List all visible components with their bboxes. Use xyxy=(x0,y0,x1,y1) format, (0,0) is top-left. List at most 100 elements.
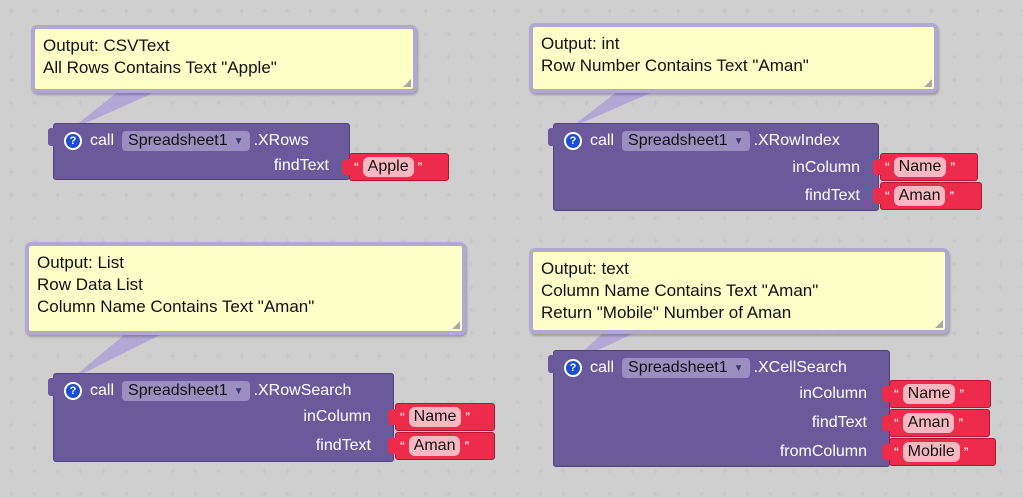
comment-bubble[interactable]: Output: text Column Name Contains Text "… xyxy=(529,248,949,334)
quote-open: “ xyxy=(400,409,405,425)
text-value[interactable]: Aman xyxy=(902,413,955,433)
quote-close: ” xyxy=(950,159,956,175)
param-label: inColumn xyxy=(792,159,860,176)
component-name: Spreadsheet1 xyxy=(128,132,228,149)
question-mark-icon[interactable]: ? xyxy=(64,382,82,400)
call-label: call xyxy=(590,132,615,149)
xcellsearch-block[interactable]: ? call Spreadsheet1 ▼ .XCellSearch inCol… xyxy=(548,350,890,467)
component-dropdown[interactable]: Spreadsheet1 ▼ xyxy=(622,131,750,151)
block-connector xyxy=(548,355,555,373)
quote-open: “ xyxy=(354,159,359,175)
call-label: call xyxy=(90,132,115,149)
block-connector xyxy=(388,409,397,425)
quote-open: “ xyxy=(885,159,890,175)
param-label: findText xyxy=(811,414,867,431)
comment-tail xyxy=(570,88,662,128)
param-label: fromColumn xyxy=(779,443,867,460)
quote-close: ” xyxy=(958,415,964,431)
method-name: .XRowIndex xyxy=(753,132,840,149)
question-mark-icon[interactable]: ? xyxy=(564,359,582,377)
resize-handle[interactable] xyxy=(935,320,943,328)
text-block[interactable]: “ Name ” xyxy=(873,153,978,181)
component-name: Spreadsheet1 xyxy=(628,359,728,376)
quote-close: ” xyxy=(464,438,470,454)
block-connector xyxy=(388,438,397,454)
component-dropdown[interactable]: Spreadsheet1 ▼ xyxy=(122,381,250,401)
question-mark-icon[interactable]: ? xyxy=(564,132,582,150)
text-block[interactable]: “ Name ” xyxy=(388,403,495,431)
block-connector xyxy=(548,128,555,146)
block-connector xyxy=(48,378,55,396)
resize-handle[interactable] xyxy=(403,79,411,87)
comment-line: All Rows Contains Text "Apple" xyxy=(43,58,277,77)
comment-line: Row Number Contains Text "Aman" xyxy=(541,56,809,75)
component-dropdown[interactable]: Spreadsheet1 ▼ xyxy=(622,358,750,378)
text-value[interactable]: Name xyxy=(408,407,462,427)
comment-line: Column Name Contains Text "Aman" xyxy=(541,281,819,300)
quote-open: “ xyxy=(894,444,899,460)
comment-bubble[interactable]: Output: int Row Number Contains Text "Am… xyxy=(529,23,938,93)
text-value[interactable]: Aman xyxy=(408,436,461,456)
comment-line: Output: text xyxy=(541,259,629,278)
quote-open: “ xyxy=(894,415,899,431)
quote-open: “ xyxy=(894,386,899,402)
text-value[interactable]: Name xyxy=(893,157,947,177)
comment-bubble[interactable]: Output: CSVText All Rows Contains Text "… xyxy=(31,25,417,93)
method-name: .XCellSearch xyxy=(753,359,847,376)
comment-bubble[interactable]: Output: List Row Data List Column Name C… xyxy=(25,242,466,335)
comment-line: Column Name Contains Text "Aman" xyxy=(37,297,315,316)
param-label: inColumn xyxy=(303,408,371,425)
block-connector xyxy=(342,159,351,175)
comment-line: Return "Mobile" Number of Aman xyxy=(541,303,792,322)
call-label: call xyxy=(590,359,615,376)
block-connector xyxy=(882,415,891,431)
quote-close: ” xyxy=(959,386,965,402)
triangle-down-icon: ▼ xyxy=(733,135,744,147)
method-name: .XRows xyxy=(253,132,309,149)
comment-line: Row Data List xyxy=(37,275,143,294)
component-name: Spreadsheet1 xyxy=(628,132,728,149)
block-connector xyxy=(882,386,891,402)
quote-close: ” xyxy=(963,444,969,460)
param-label: findText xyxy=(804,187,860,204)
block-connector xyxy=(882,444,891,460)
text-block[interactable]: “ Apple ” xyxy=(342,153,449,181)
block-connector xyxy=(873,188,882,204)
quote-close: ” xyxy=(465,409,471,425)
quote-open: “ xyxy=(885,188,890,204)
param-label: findText xyxy=(273,157,329,174)
resize-handle[interactable] xyxy=(924,79,932,87)
text-value[interactable]: Mobile xyxy=(902,442,960,462)
triangle-down-icon: ▼ xyxy=(733,362,744,374)
text-value[interactable]: Apple xyxy=(362,157,414,177)
comment-line: Output: List xyxy=(37,253,124,272)
quote-close: ” xyxy=(417,159,423,175)
resize-handle[interactable] xyxy=(452,321,460,329)
call-label: call xyxy=(90,382,115,399)
param-label: findText xyxy=(315,437,371,454)
xrows-block[interactable]: ? call Spreadsheet1 ▼ .XRows findText xyxy=(48,123,350,180)
comment-tail xyxy=(70,330,170,380)
text-block[interactable]: “ Mobile ” xyxy=(882,438,996,466)
quote-close: ” xyxy=(949,188,955,204)
text-block[interactable]: “ Name ” xyxy=(882,380,991,408)
xrowindex-block[interactable]: ? call Spreadsheet1 ▼ .XRowIndex inColum… xyxy=(548,123,879,211)
xrowsearch-block[interactable]: ? call Spreadsheet1 ▼ .XRowSearch inColu… xyxy=(48,373,394,462)
question-mark-icon[interactable]: ? xyxy=(64,132,82,150)
text-value[interactable]: Aman xyxy=(893,186,946,206)
triangle-down-icon: ▼ xyxy=(233,135,244,147)
quote-open: “ xyxy=(400,438,405,454)
component-dropdown[interactable]: Spreadsheet1 ▼ xyxy=(122,131,250,151)
component-name: Spreadsheet1 xyxy=(128,382,228,399)
block-connector xyxy=(48,128,55,146)
param-label: inColumn xyxy=(799,385,867,402)
triangle-down-icon: ▼ xyxy=(233,385,244,397)
block-connector xyxy=(873,159,882,175)
text-block[interactable]: “ Aman ” xyxy=(388,432,495,460)
text-value[interactable]: Name xyxy=(902,384,956,404)
text-block[interactable]: “ Aman ” xyxy=(882,409,990,437)
comment-line: Output: int xyxy=(541,34,620,53)
text-block[interactable]: “ Aman ” xyxy=(873,182,982,210)
comment-tail xyxy=(70,90,160,130)
method-name: .XRowSearch xyxy=(253,382,352,399)
